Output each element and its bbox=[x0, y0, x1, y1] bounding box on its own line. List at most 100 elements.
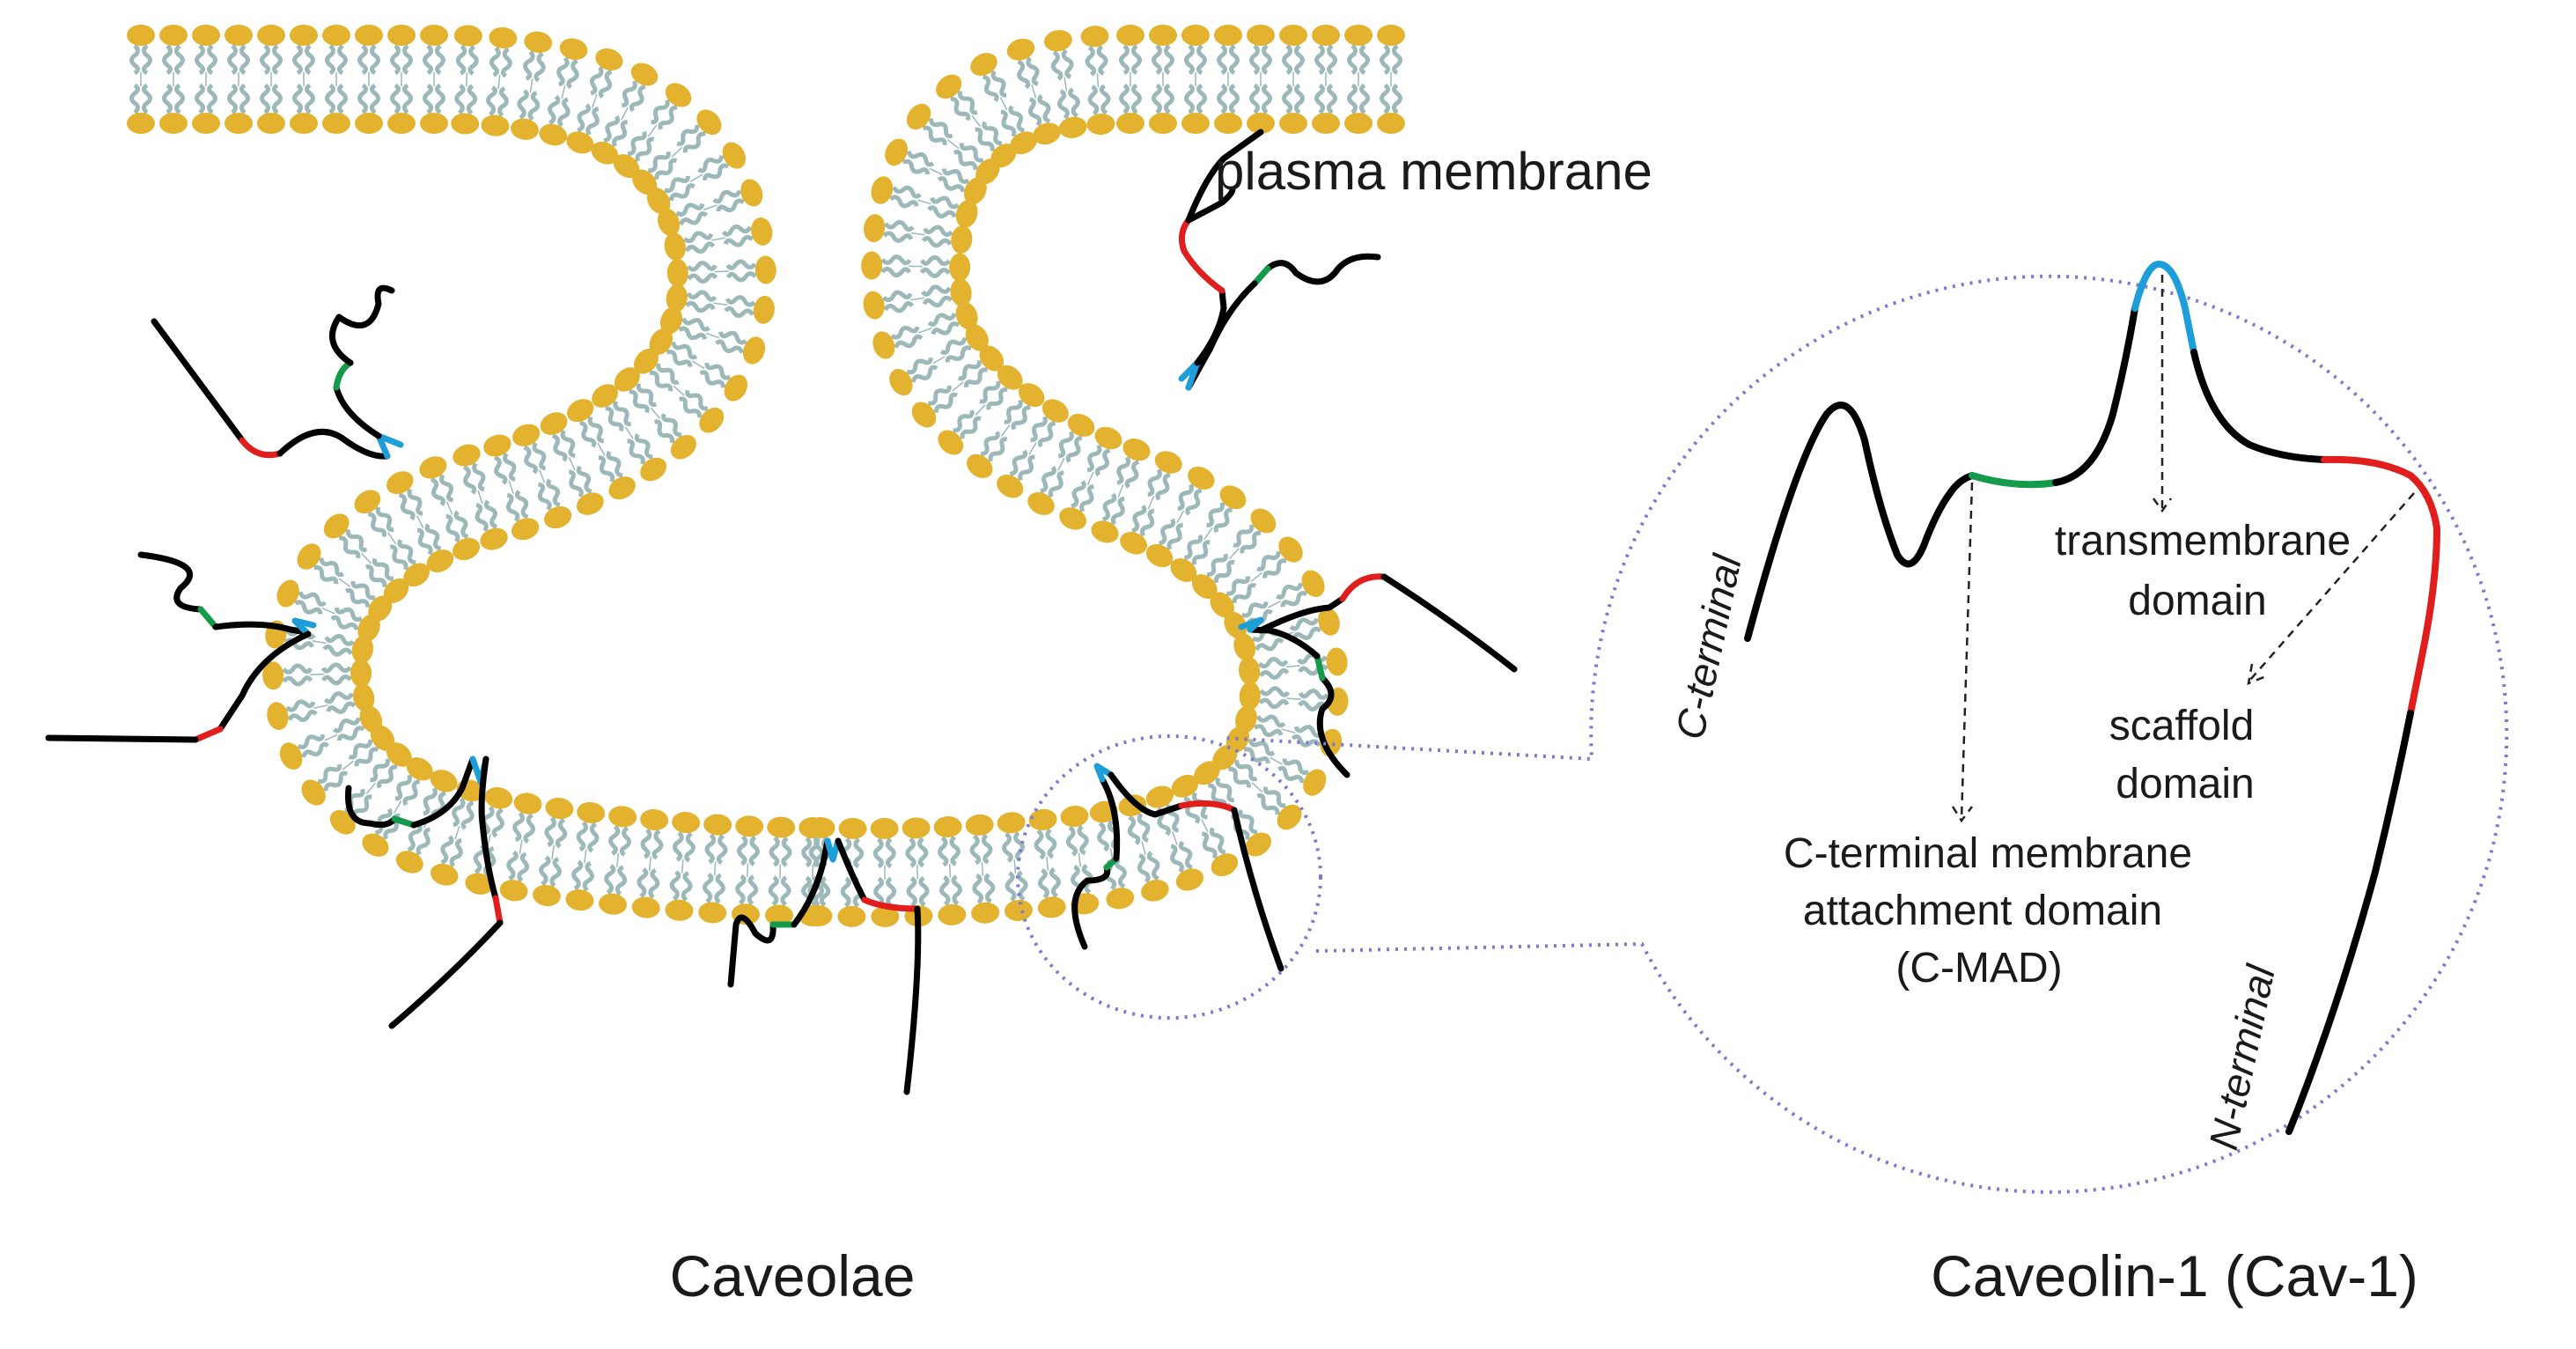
lipid-molecule bbox=[965, 814, 1000, 925]
transmembrane-segment bbox=[1178, 359, 1201, 391]
protein-segment bbox=[1247, 626, 1321, 660]
cmad-segment bbox=[391, 815, 417, 829]
lipid-molecule bbox=[1247, 25, 1275, 134]
protein-segment bbox=[45, 734, 199, 743]
lipid-molecule bbox=[537, 35, 590, 148]
lipid-molecule bbox=[420, 25, 448, 134]
lipid-molecule bbox=[262, 659, 372, 689]
protein-segment bbox=[835, 837, 868, 903]
zoom-transmembrane-segment bbox=[2131, 261, 2197, 356]
scaffold-segment bbox=[1178, 217, 1225, 294]
lipid-molecule bbox=[1344, 25, 1373, 134]
lipid-molecule bbox=[531, 796, 575, 908]
lipid-molecule bbox=[257, 25, 285, 134]
lipid-molecule bbox=[1149, 25, 1177, 134]
protein-segment bbox=[1316, 674, 1351, 778]
scaffold-segment bbox=[239, 437, 283, 459]
label-transmembrane-2: domain bbox=[2128, 578, 2266, 624]
lipid-molecule bbox=[1059, 804, 1100, 916]
lipid-molecule bbox=[127, 25, 155, 134]
lipid-molecule bbox=[1377, 25, 1405, 134]
lipid-molecule bbox=[1116, 25, 1144, 134]
protein-segment bbox=[727, 914, 776, 988]
label-cmad-2: attachment domain bbox=[1803, 888, 2162, 934]
protein-segment bbox=[151, 318, 246, 444]
transmembrane-segment bbox=[375, 432, 404, 460]
protein-segment bbox=[1185, 186, 1236, 224]
transmembrane-segment bbox=[291, 617, 317, 636]
transmembrane-segment bbox=[1238, 616, 1264, 633]
cmad-segment bbox=[1314, 652, 1326, 682]
cav1-bottom-right bbox=[1071, 763, 1284, 972]
protein-segment bbox=[329, 284, 395, 366]
protein-segment bbox=[1185, 129, 1264, 224]
cmad-segment bbox=[1251, 265, 1271, 287]
zoom-scaffold-segment bbox=[2321, 455, 2440, 717]
lipid-molecule bbox=[159, 25, 188, 134]
lipid-molecule bbox=[997, 811, 1034, 922]
lipid-molecule bbox=[264, 682, 377, 732]
protein-segment bbox=[903, 905, 922, 1095]
protein-segment bbox=[137, 551, 204, 613]
lipid-molecule bbox=[1312, 25, 1340, 134]
arrow-scaffold bbox=[2247, 492, 2415, 685]
zoom-small-circle bbox=[1016, 734, 1322, 1020]
label-cmad-3: (C-MAD) bbox=[1895, 945, 2062, 991]
lipid-molecule bbox=[665, 811, 701, 922]
protein-segment bbox=[345, 785, 398, 829]
label-scaffold-2: domain bbox=[2116, 761, 2254, 807]
cav1-left-middle bbox=[45, 551, 317, 743]
lipid-molecule bbox=[564, 800, 606, 912]
lipid-molecule bbox=[698, 814, 732, 925]
lipid-molecule bbox=[224, 25, 253, 134]
lipid-molecule bbox=[871, 818, 900, 927]
protein-segment bbox=[1380, 573, 1518, 673]
lipid-molecule bbox=[480, 26, 518, 137]
zoom-protein-segment bbox=[2052, 305, 2138, 486]
protein-segment bbox=[1194, 287, 1227, 366]
lipid-molecule bbox=[666, 255, 776, 288]
protein-segment bbox=[276, 428, 391, 460]
cmad-segment bbox=[197, 606, 219, 630]
protein-segment bbox=[212, 621, 310, 636]
label-c-terminal: C-terminal bbox=[1667, 549, 1750, 743]
scaffold-segment bbox=[492, 895, 504, 926]
cmad-segment bbox=[333, 359, 354, 391]
scaffold-segment bbox=[861, 896, 921, 912]
protein-segment bbox=[791, 837, 831, 928]
label-scaffold-1: scaffold bbox=[2109, 703, 2255, 749]
label-n-terminal: N-terminal bbox=[2200, 960, 2284, 1154]
lipid-molecule bbox=[609, 78, 696, 183]
lipid-molecule bbox=[933, 815, 967, 925]
lipid-molecule bbox=[290, 25, 318, 134]
label-plasma-membrane: plasma membrane bbox=[1215, 142, 1652, 201]
lipid-bilayer bbox=[127, 25, 1405, 927]
cav1-bottom-middle bbox=[727, 837, 922, 1095]
zoom-callout bbox=[1016, 274, 2509, 1194]
lipid-molecule bbox=[387, 25, 416, 134]
lipid-molecule bbox=[1279, 25, 1307, 134]
transmembrane-segment bbox=[824, 837, 842, 863]
protein-segment bbox=[388, 919, 504, 1029]
label-cmad-1: C-terminal membrane bbox=[1784, 830, 2192, 877]
cav1-bottom-left bbox=[345, 756, 504, 1029]
protein-segment bbox=[478, 756, 499, 902]
lipid-molecule bbox=[1214, 25, 1242, 134]
zoom-c-terminal-segment bbox=[1744, 402, 1976, 642]
lipid-molecule bbox=[631, 808, 670, 919]
label-caveolae: Caveolae bbox=[670, 1243, 916, 1308]
cav1-zoomed-strand bbox=[1744, 261, 2440, 1135]
lipid-molecule bbox=[1080, 25, 1116, 136]
protein-segment bbox=[1108, 771, 1185, 818]
lipid-molecule bbox=[451, 25, 483, 135]
lipid-molecule bbox=[355, 25, 383, 134]
protein-segment bbox=[217, 630, 312, 733]
zoom-cmad-segment bbox=[1969, 472, 2059, 489]
protein-segment bbox=[1264, 253, 1381, 285]
cav1-right-middle bbox=[1238, 573, 1518, 778]
scaffold-segment bbox=[1339, 573, 1387, 602]
zoom-n-terminal-segment bbox=[2285, 710, 2414, 1135]
domain-arrows bbox=[1951, 275, 2415, 823]
